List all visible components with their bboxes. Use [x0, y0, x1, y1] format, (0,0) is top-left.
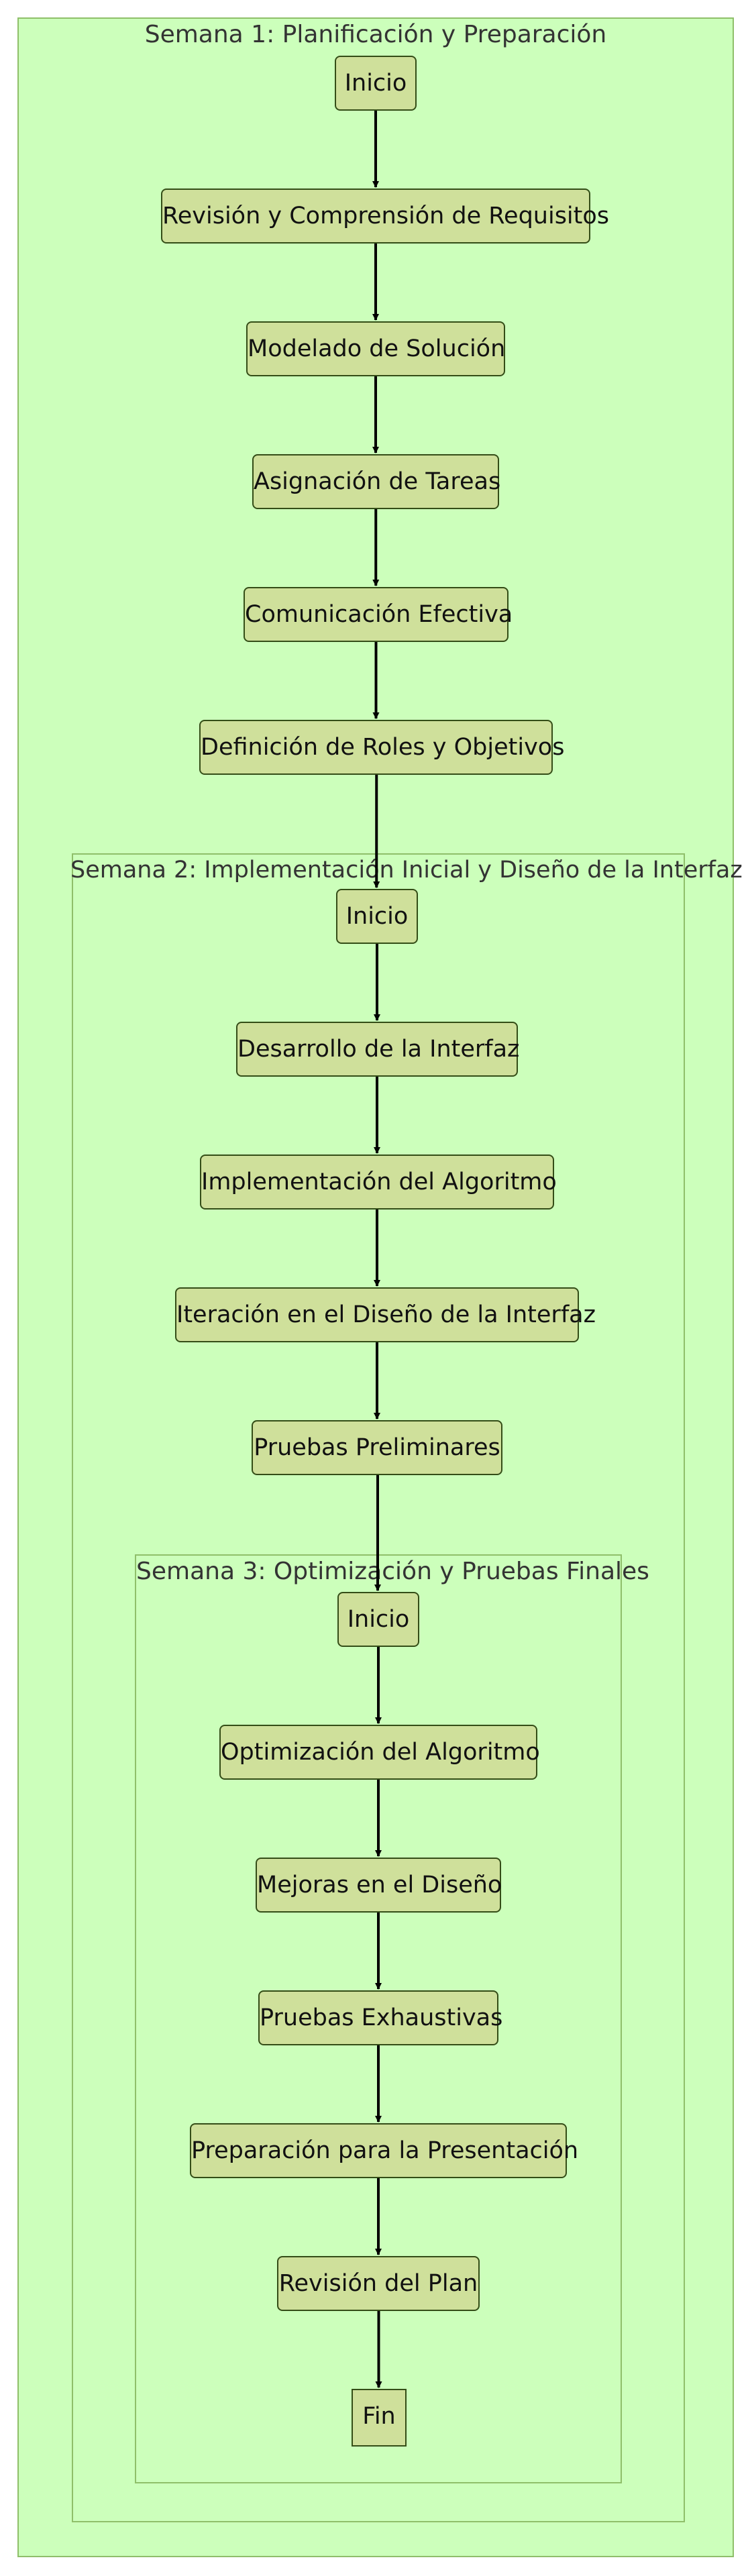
- w3-node-inicio: Inicio: [337, 1592, 419, 1647]
- w1-node-modelado-solucion: Modelado de Solución: [246, 321, 505, 376]
- week3-title: Semana 3: Optimización y Pruebas Finales: [136, 1558, 649, 1585]
- w2-node-desarrollo-interfaz: Desarrollo de la Interfaz: [236, 1022, 519, 1077]
- w2-node-pruebas-preliminares: Pruebas Preliminares: [252, 1420, 502, 1475]
- w2-node-inicio: Inicio: [336, 889, 418, 944]
- w1-node-definicion-roles: Definición de Roles y Objetivos: [199, 720, 564, 775]
- w3-node-fin: Fin: [352, 2389, 407, 2447]
- w1-node-revision-requisitos: Revisión y Comprensión de Requisitos: [161, 189, 609, 244]
- w3-node-pruebas-exhaustivas: Pruebas Exhaustivas: [258, 1990, 502, 2045]
- week2-title: Semana 2: Implementación Inicial y Diseñ…: [70, 857, 743, 883]
- w1-node-asignacion-tareas: Asignación de Tareas: [252, 454, 500, 509]
- w1-node-comunicacion-efectiva: Comunicación Efectiva: [244, 587, 513, 642]
- w3-node-preparacion-presentacion: Preparación para la Presentación: [190, 2123, 578, 2178]
- w3-node-mejoras-diseno: Mejoras en el Diseño: [256, 1858, 502, 1913]
- w3-node-optimizacion-algoritmo: Optimización del Algoritmo: [219, 1725, 540, 1780]
- w2-node-iteracion-diseno: Iteración en el Diseño de la Interfaz: [175, 1287, 596, 1342]
- w1-node-inicio: Inicio: [335, 56, 417, 111]
- w2-node-implementacion-algoritmo: Implementación del Algoritmo: [200, 1155, 557, 1210]
- w3-node-revision-plan: Revisión del Plan: [277, 2256, 480, 2311]
- week1-title: Semana 1: Planificación y Preparación: [144, 21, 607, 48]
